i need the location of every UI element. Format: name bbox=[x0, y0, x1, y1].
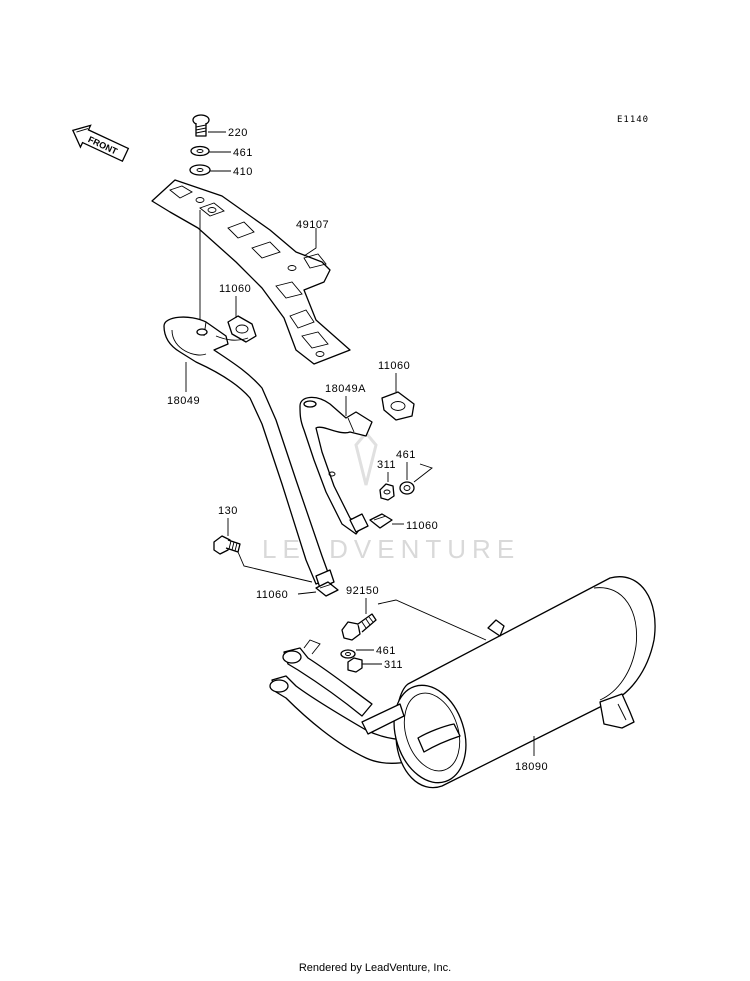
label-311-a: 311 bbox=[377, 459, 396, 471]
nut-311-b bbox=[347, 657, 363, 673]
bolt-220 bbox=[192, 114, 210, 137]
label-49107: 49107 bbox=[296, 219, 329, 231]
exhaust-pipe-18049 bbox=[163, 316, 335, 589]
bolt-130 bbox=[213, 535, 241, 555]
nut-311-a bbox=[379, 483, 395, 501]
gasket-11060-c bbox=[369, 513, 393, 529]
label-11060-c: 11060 bbox=[406, 520, 438, 532]
gasket-11060-a bbox=[227, 315, 257, 343]
washer-461-top bbox=[190, 145, 210, 157]
label-220: 220 bbox=[228, 127, 248, 139]
label-11060-d: 11060 bbox=[256, 589, 288, 601]
label-461-c: 461 bbox=[376, 645, 396, 657]
label-461-top: 461 bbox=[233, 147, 253, 159]
front-arrow-icon: FRONT bbox=[71, 124, 130, 163]
gasket-11060-d bbox=[315, 581, 339, 597]
label-92150: 92150 bbox=[346, 585, 379, 597]
gasket-11060-b bbox=[381, 391, 415, 421]
label-410: 410 bbox=[233, 166, 253, 178]
muffler-18090 bbox=[269, 576, 656, 789]
label-311-b: 311 bbox=[384, 659, 403, 671]
label-18090: 18090 bbox=[515, 761, 548, 773]
exhaust-pipe-18049a bbox=[299, 396, 373, 535]
footer-credit: Rendered by LeadVenture, Inc. bbox=[298, 962, 452, 974]
bolt-92150 bbox=[341, 613, 377, 641]
label-461-b: 461 bbox=[396, 449, 416, 461]
label-130: 130 bbox=[218, 505, 238, 517]
washer-461-b bbox=[399, 481, 415, 495]
heat-guard-49107 bbox=[151, 179, 351, 365]
label-18049: 18049 bbox=[167, 395, 200, 407]
washer-461-c bbox=[340, 649, 356, 659]
washer-410 bbox=[189, 164, 211, 176]
label-11060-a: 11060 bbox=[219, 283, 251, 295]
label-18049a: 18049A bbox=[325, 383, 366, 395]
label-11060-b: 11060 bbox=[378, 360, 410, 372]
diagram-code: E1140 bbox=[617, 115, 649, 125]
